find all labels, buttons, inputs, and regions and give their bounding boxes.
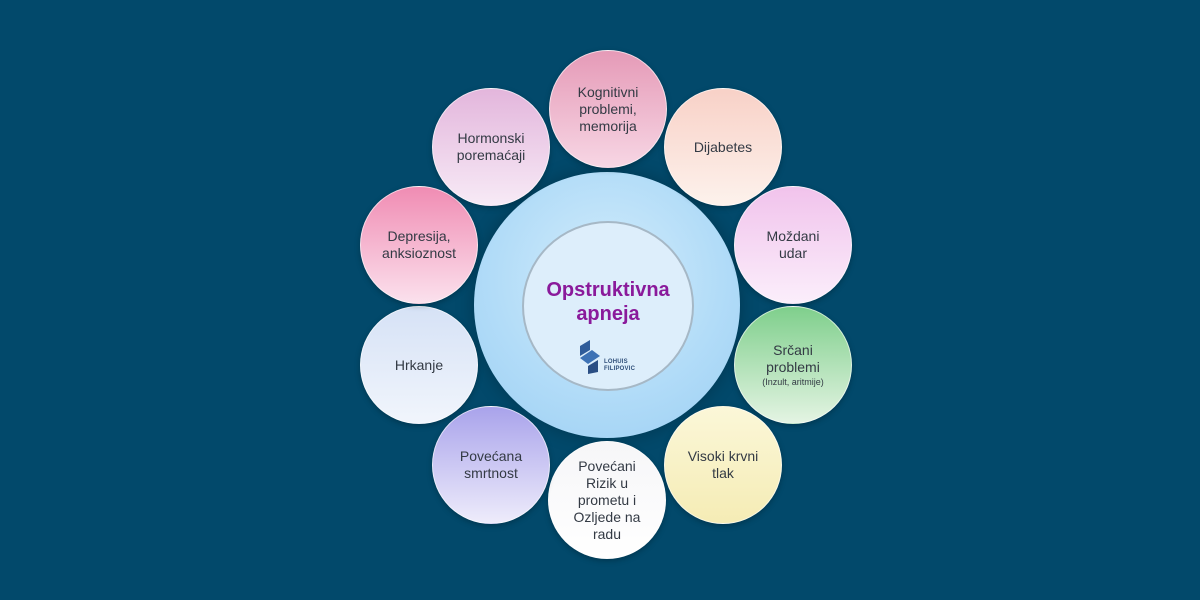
center-title: Opstruktivna apneja <box>546 279 670 325</box>
node-label: Dijabetes <box>693 138 753 155</box>
node-note: (Inzult, aritmije) <box>762 377 824 387</box>
center-inner-circle <box>522 221 694 391</box>
node-label: Hormonski poremaćaji <box>456 130 526 163</box>
node-label: Hrkanje <box>394 356 444 373</box>
logo-text: LOHUIS FILIPOVIC <box>604 359 636 372</box>
node-povecana-smrtnost: Povećana smrtnost <box>432 406 550 524</box>
node-label: Kognitivni problemi, memorija <box>577 83 639 134</box>
node-kognitivni-problemi: Kognitivni problemi, memorija <box>549 50 667 168</box>
node-povecani-rizik: Povećani Rizik u prometu i Ozljede na ra… <box>548 441 666 559</box>
node-label: Depresija, anksioznost <box>382 228 456 261</box>
node-hormonski-poremecaji: Hormonski poremaćaji <box>432 88 550 206</box>
logo-mark-icon <box>580 340 600 374</box>
node-mozdani-udar: Moždani udar <box>734 186 852 304</box>
company-logo: LOHUIS FILIPOVIC <box>578 340 638 380</box>
node-label: Povećani Rizik u prometu i Ozljede na ra… <box>573 457 641 542</box>
node-depresija: Depresija, anksioznost <box>360 186 478 304</box>
node-srcani-problemi: Srčani problemi (Inzult, aritmije) <box>734 306 852 424</box>
node-visoki-krvni-tlak: Visoki krvni tlak <box>664 406 782 524</box>
node-hrkanje: Hrkanje <box>360 306 478 424</box>
node-label: Srčani problemi <box>766 342 820 375</box>
node-dijabetes: Dijabetes <box>664 88 782 206</box>
node-label: Povećana smrtnost <box>459 448 523 481</box>
node-label: Visoki krvni tlak <box>687 448 759 481</box>
node-label: Moždani udar <box>766 228 820 261</box>
